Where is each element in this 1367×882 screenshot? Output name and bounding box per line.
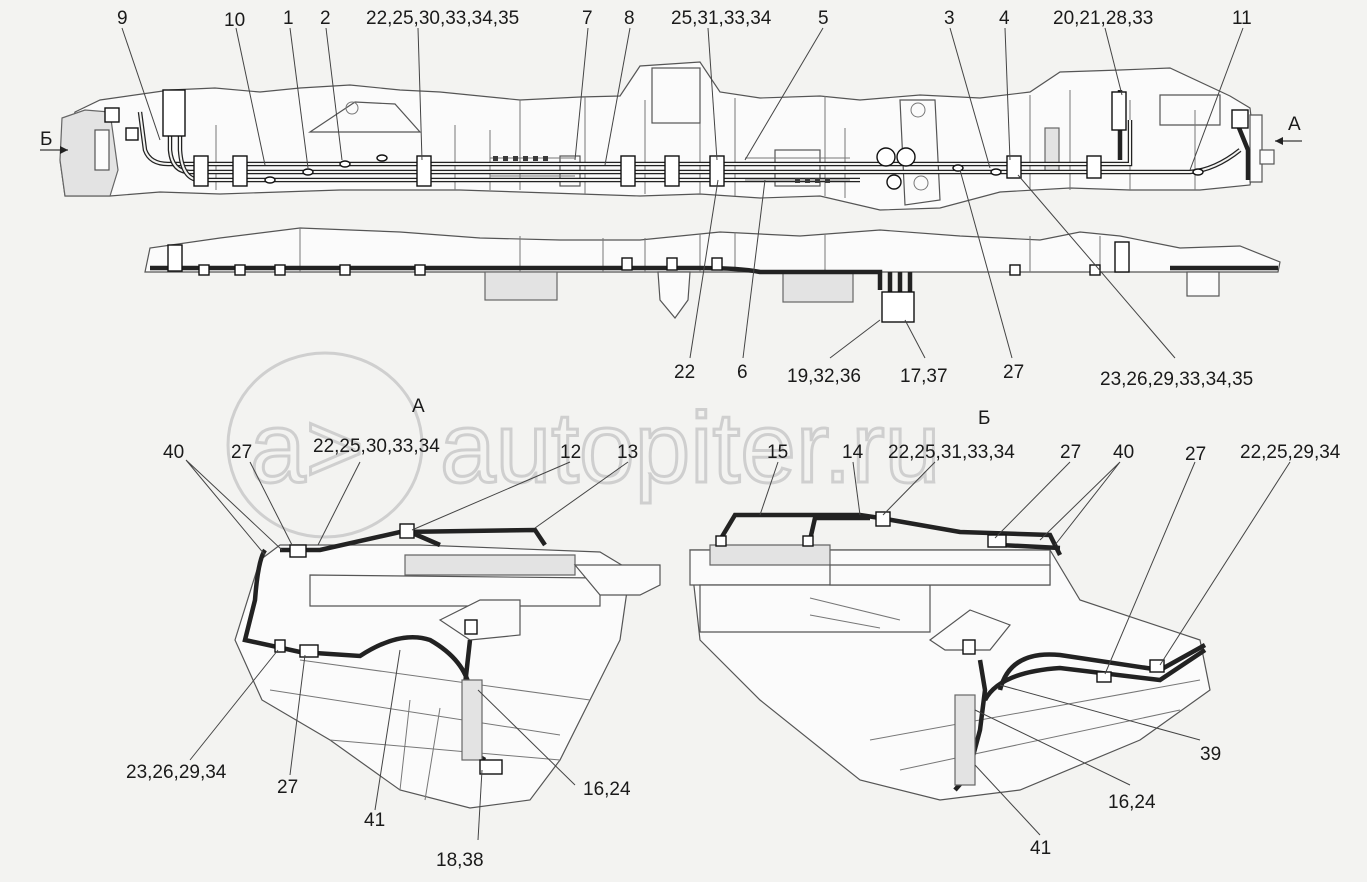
callout-label: 41 bbox=[1030, 838, 1051, 859]
callout-label: 25,31,33,34 bbox=[671, 8, 772, 29]
callout-label: 17,37 bbox=[900, 366, 948, 387]
callout-label: 27 bbox=[1060, 442, 1081, 463]
callout-label: 3 bbox=[944, 8, 955, 29]
callout-label: 8 bbox=[624, 8, 635, 29]
watermark-logo: a> bbox=[250, 392, 364, 504]
callout-label: 22,25,30,33,34 bbox=[313, 436, 440, 457]
callout-label: 27 bbox=[277, 777, 298, 798]
callout-label: 12 bbox=[560, 442, 581, 463]
watermark-text: autopiter.ru bbox=[440, 392, 940, 504]
callout-label: 23,26,29,33,34,35 bbox=[1100, 369, 1253, 390]
callout-label: 22 bbox=[674, 362, 695, 383]
callout-label: 19,32,36 bbox=[787, 366, 861, 387]
callout-label: 40 bbox=[1113, 442, 1134, 463]
callout-label: 6 bbox=[737, 362, 748, 383]
view-a-marker-label: А bbox=[1288, 114, 1301, 135]
callout-label: 14 bbox=[842, 442, 864, 463]
callout-label: 27 bbox=[1003, 362, 1024, 383]
watermark: a> autopiter.ru bbox=[226, 351, 942, 539]
callout-label: 15 bbox=[767, 442, 788, 463]
callout-label: 22,25,31,33,34 bbox=[888, 442, 1015, 463]
leader-lines bbox=[121, 27, 1291, 841]
callout-label: 41 bbox=[364, 810, 385, 831]
view-b-detail bbox=[689, 511, 1211, 801]
callout-label: 39 bbox=[1200, 744, 1221, 765]
callout-label: 20,21,28,33 bbox=[1053, 8, 1153, 29]
side-frame-view bbox=[144, 227, 1281, 323]
callout-labels: 9 10 1 2 22,25,30,33,34,35 7 8 25,31,33,… bbox=[117, 8, 1341, 871]
view-markers: Б А А Б bbox=[40, 114, 1302, 429]
callout-label: 11 bbox=[1232, 8, 1252, 29]
callout-label: 16,24 bbox=[583, 779, 631, 800]
callout-label: 10 bbox=[224, 10, 245, 31]
callout-label: 13 bbox=[617, 442, 638, 463]
top-clamps bbox=[104, 89, 1249, 190]
view-a-detail bbox=[234, 523, 661, 809]
top-frame-view bbox=[59, 61, 1275, 211]
view-b-title: Б bbox=[978, 408, 990, 429]
callout-label: 16,24 bbox=[1108, 792, 1156, 813]
callout-label: 40 bbox=[163, 442, 184, 463]
callout-label: 7 bbox=[582, 8, 593, 29]
callout-label: 23,26,29,34 bbox=[126, 762, 227, 783]
callout-label: 22,25,29,34 bbox=[1240, 442, 1341, 463]
callout-label: 5 bbox=[818, 8, 829, 29]
callout-label: 4 bbox=[999, 8, 1010, 29]
callout-label: 9 bbox=[117, 8, 128, 29]
callout-label: 18,38 bbox=[436, 850, 484, 871]
callout-label: 1 bbox=[283, 8, 294, 29]
view-b-marker-label: Б bbox=[40, 129, 52, 150]
callout-label: 2 bbox=[320, 8, 331, 29]
callout-label: 27 bbox=[231, 442, 252, 463]
view-a-title: А bbox=[412, 396, 425, 417]
callout-label: 27 bbox=[1185, 444, 1206, 465]
callout-label: 22,25,30,33,34,35 bbox=[366, 8, 519, 29]
